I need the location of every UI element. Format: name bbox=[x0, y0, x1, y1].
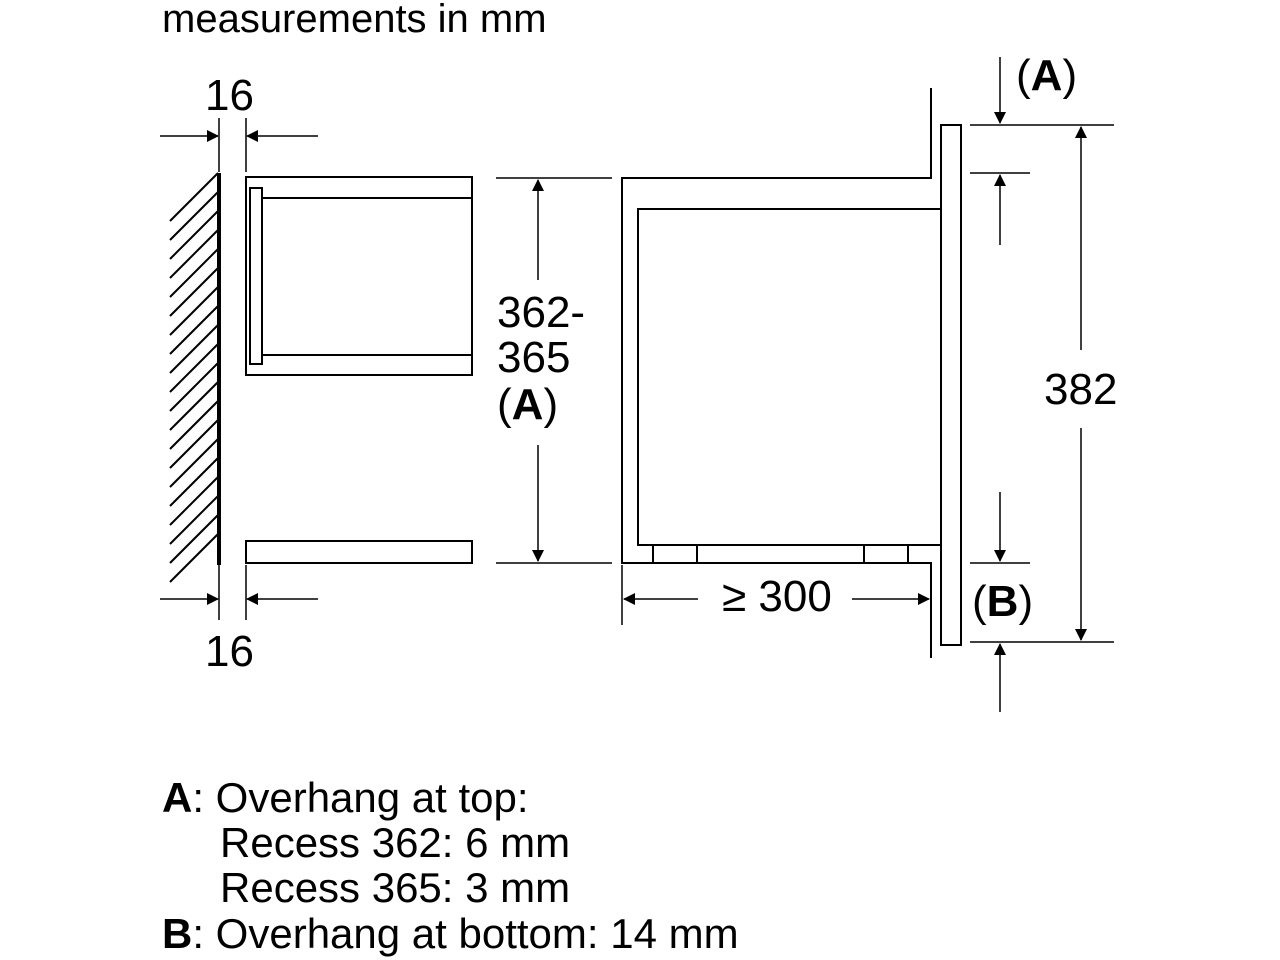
wall-hatch bbox=[169, 172, 219, 583]
side-gap-bottom-label: 16 bbox=[205, 627, 254, 676]
wall-hatch-line bbox=[169, 191, 219, 241]
side-view: 16 16 362- 365 (A) bbox=[160, 71, 612, 676]
legend: A: Overhang at top: Recess 362: 6 mm Rec… bbox=[162, 774, 739, 957]
front-height-label: 382 bbox=[1044, 365, 1117, 414]
wall-hatch-line bbox=[169, 267, 219, 317]
cabinet-niche-outline bbox=[621, 88, 932, 658]
wall-hatch-line bbox=[169, 172, 219, 222]
wall-hatch-line bbox=[169, 381, 219, 431]
legend-a-line3: Recess 365: 3 mm bbox=[220, 864, 570, 911]
overhang-top-label: (A) bbox=[1016, 51, 1077, 100]
recess-height-label-line2: 365 bbox=[497, 333, 570, 382]
wall-hatch-line bbox=[169, 362, 219, 412]
front-view: ≥ 300 (A) (B) 382 bbox=[621, 51, 1117, 712]
wall-hatch-line bbox=[169, 324, 219, 374]
wall-hatch-line bbox=[169, 286, 219, 336]
appliance-foot-left bbox=[652, 544, 698, 564]
appliance-frame-side bbox=[249, 187, 263, 365]
wall-hatch-line bbox=[169, 343, 219, 393]
legend-b-line1: B: Overhang at bottom: 14 mm bbox=[162, 910, 739, 957]
side-gap-top-label: 16 bbox=[205, 71, 254, 120]
recess-height-label-line3: (A) bbox=[497, 380, 558, 429]
wall-hatch-line bbox=[169, 514, 219, 564]
wall-hatch-line bbox=[169, 476, 219, 526]
appliance-front-panel bbox=[940, 124, 962, 646]
legend-a-line1: A: Overhang at top: bbox=[162, 774, 529, 821]
upper-cabinet-panel bbox=[245, 176, 473, 376]
appliance-body bbox=[637, 208, 941, 546]
legend-a-line2: Recess 362: 6 mm bbox=[220, 819, 570, 866]
depth-label: ≥ 300 bbox=[722, 572, 832, 621]
wall-hatch-line bbox=[169, 400, 219, 450]
wall-hatch-line bbox=[169, 305, 219, 355]
wall-hatch-line bbox=[169, 495, 219, 545]
overhang-bottom-label: (B) bbox=[972, 577, 1033, 626]
wall-hatch-line bbox=[169, 457, 219, 507]
diagram-title: measurements in mm bbox=[162, 0, 547, 41]
lower-shelf-panel bbox=[245, 540, 473, 564]
recess-height-label-line1: 362- bbox=[497, 288, 585, 337]
wall-hatch-line bbox=[169, 438, 219, 488]
wall-hatch-line bbox=[169, 248, 219, 298]
wall-hatch-line bbox=[169, 229, 219, 279]
wall-hatch-line bbox=[169, 419, 219, 469]
appliance-foot-right bbox=[863, 544, 909, 564]
wall-hatch-line bbox=[169, 210, 219, 260]
wall-hatch-line bbox=[169, 533, 219, 583]
